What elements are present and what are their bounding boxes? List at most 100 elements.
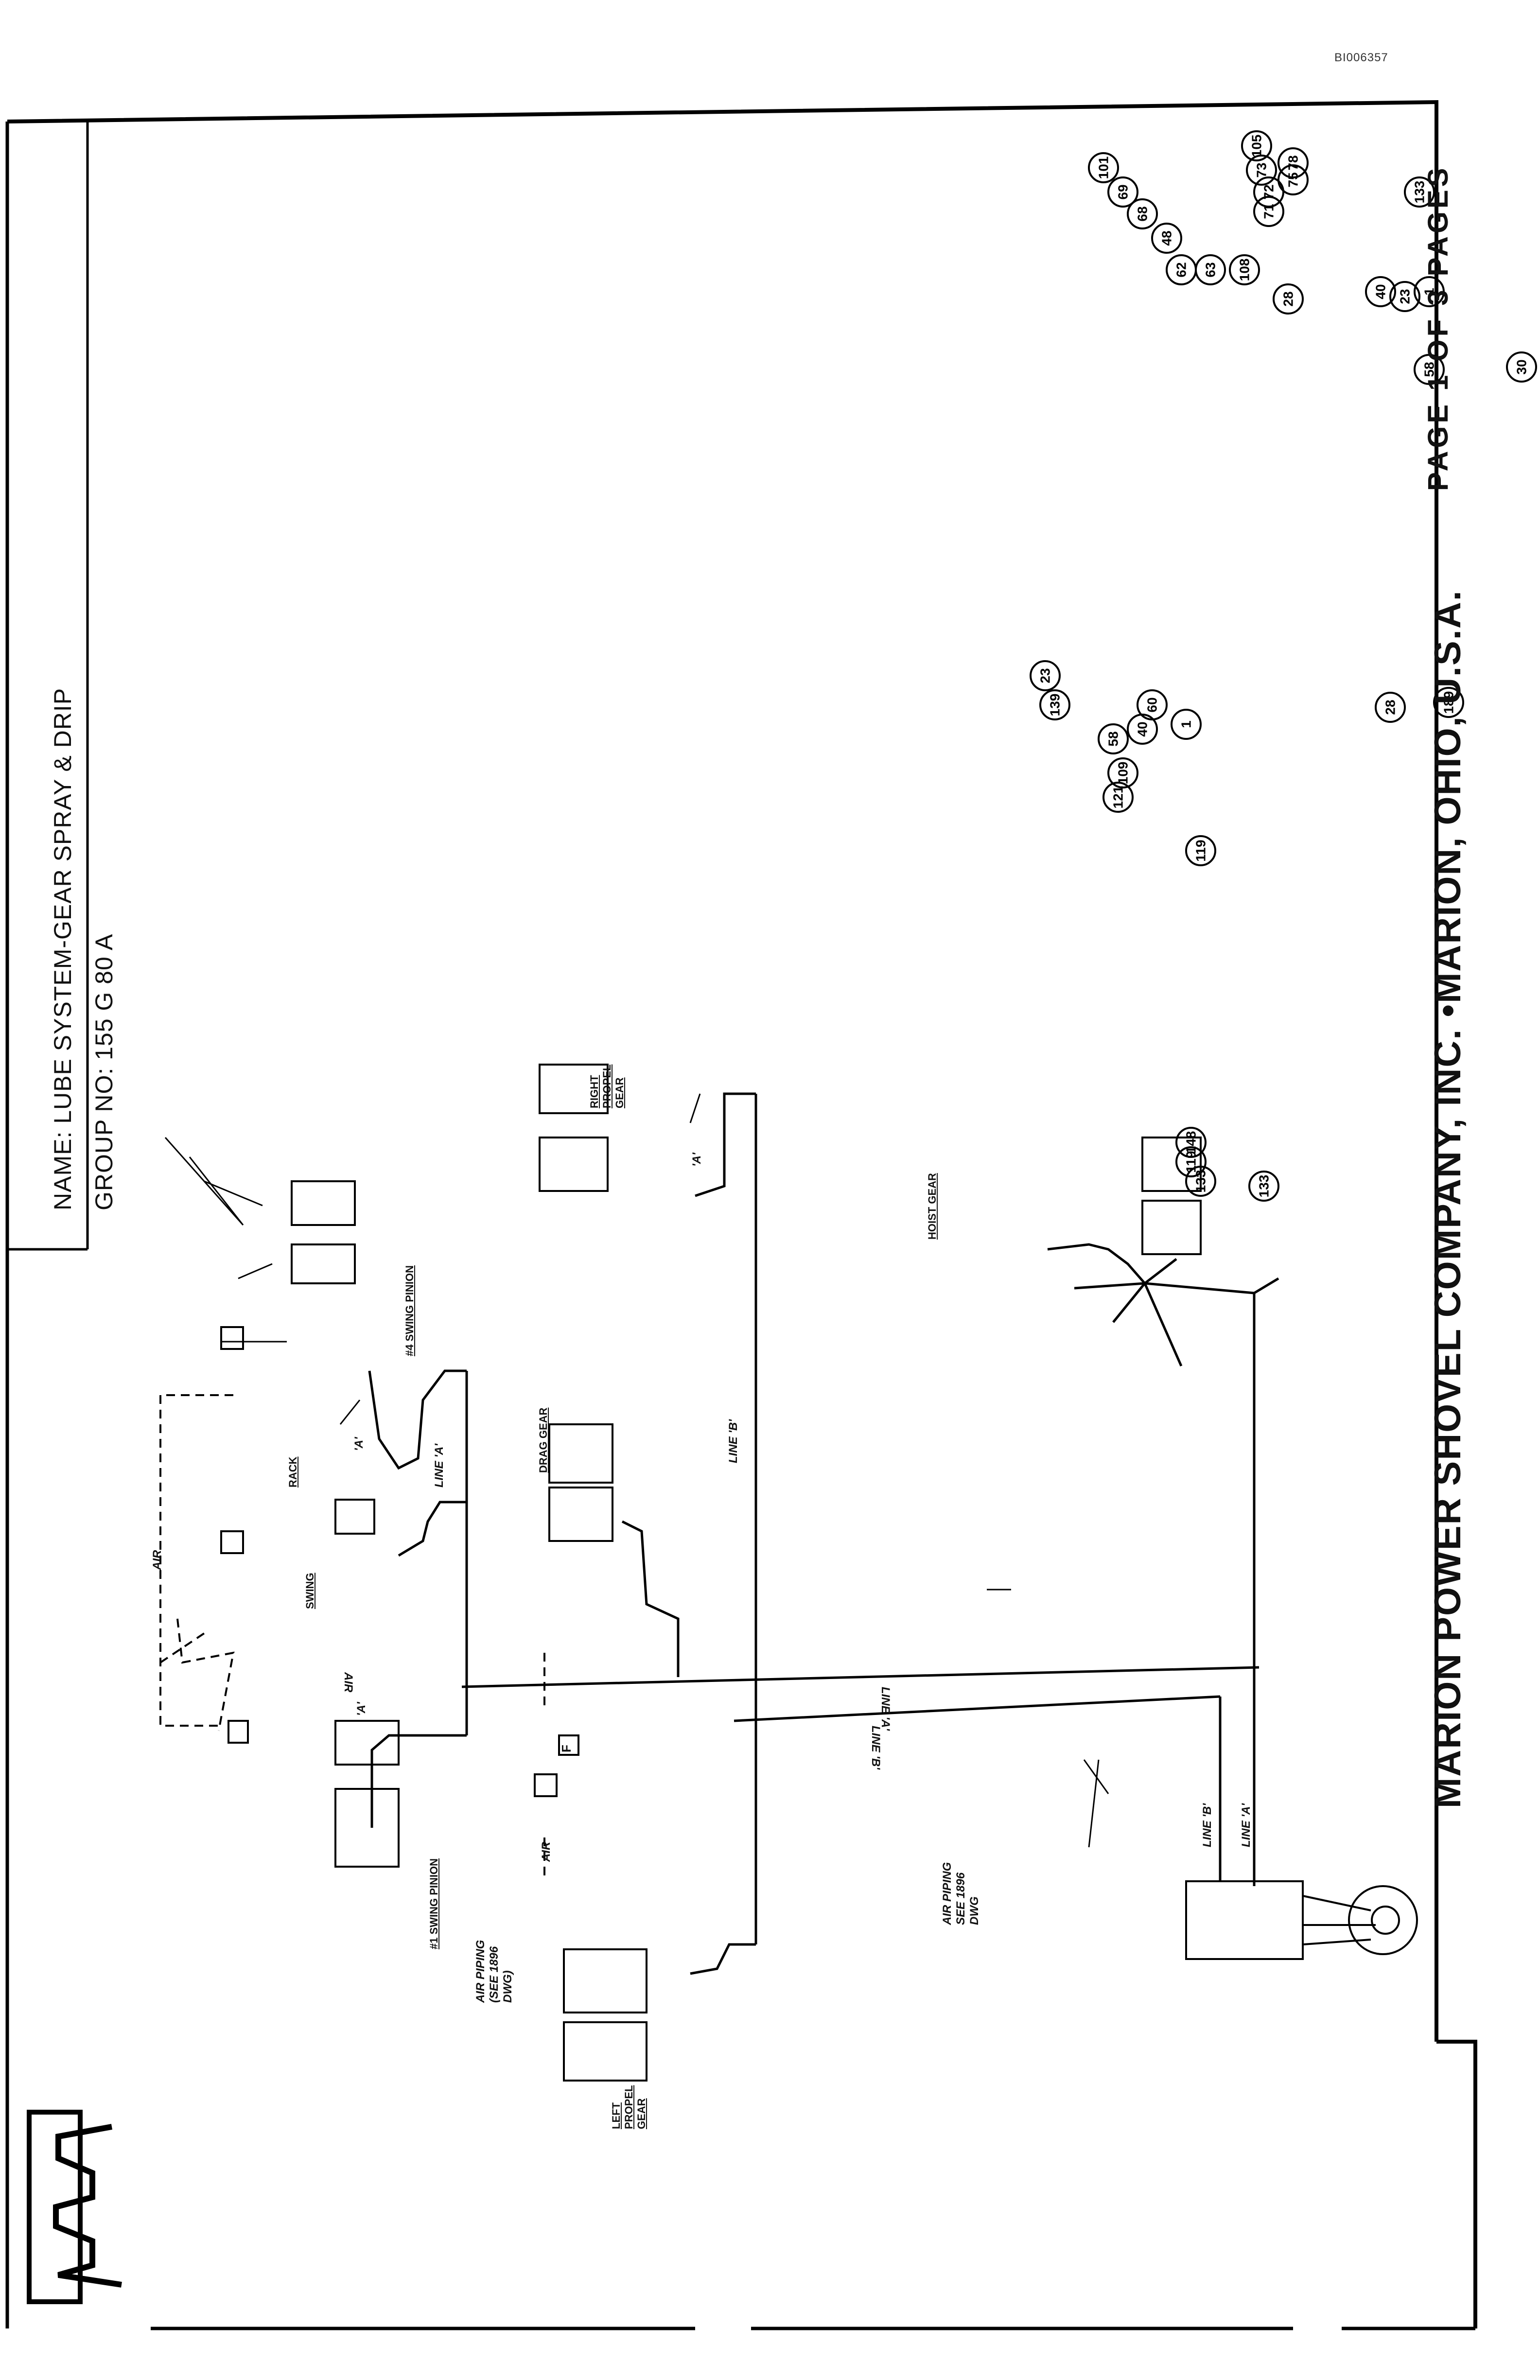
- callout-circle: [1151, 223, 1182, 254]
- callout-circle: [1102, 782, 1134, 813]
- callout-number: 1: [1179, 720, 1194, 728]
- callout-circle: [1375, 692, 1406, 723]
- callout-balloon: 121: [1102, 782, 1134, 813]
- callout-circle: [1278, 147, 1309, 178]
- label-rack: RACK: [287, 1456, 299, 1488]
- callout-number: 139: [1048, 694, 1063, 717]
- callout-balloon: 60: [1137, 689, 1168, 720]
- label-air-lower: AIR: [540, 1841, 553, 1862]
- label-valve-a-upper: 'A': [352, 1437, 366, 1451]
- callout-circle: [1185, 835, 1216, 866]
- callout-balloon: 133: [1248, 1171, 1279, 1202]
- callout-number: 63: [1203, 262, 1218, 277]
- callout-circle: [1246, 155, 1277, 186]
- label-right-propel-gear: RIGHT PROPEL GEAR: [588, 1064, 626, 1108]
- label-swing-pinion-4: #4 SWING PINION: [403, 1265, 416, 1356]
- callout-number: 189: [1441, 691, 1456, 714]
- callout-balloon: 1: [1171, 709, 1202, 740]
- callout-circle: [1273, 283, 1304, 315]
- label-hoist-gear: HOIST GEAR: [926, 1173, 938, 1240]
- label-line-a-pump: LINE 'A': [1240, 1803, 1253, 1847]
- callout-balloon: 69: [1107, 176, 1138, 208]
- callout-number: 121: [1111, 786, 1126, 809]
- callout-number: 133: [1257, 1175, 1272, 1198]
- label-left-propel-gear: LEFT PROPEL GEAR: [610, 2085, 648, 2129]
- callout-number: 48: [1159, 230, 1174, 245]
- piping: [368, 1092, 1279, 1975]
- callout-leaders: [164, 1093, 1109, 1848]
- callout-balloon: 148: [1175, 1127, 1207, 1158]
- callout-circle: [1506, 351, 1537, 383]
- callout-circle: [1365, 276, 1396, 307]
- callout-number: 73: [1254, 162, 1269, 177]
- callout-number: 28: [1383, 700, 1398, 715]
- callout-number: 101: [1096, 157, 1111, 179]
- callout-balloon: 40: [1365, 276, 1396, 307]
- document-id: BI006357: [1334, 51, 1388, 64]
- callout-balloon: 189: [1433, 687, 1464, 718]
- callout-balloon: 133: [1185, 1166, 1216, 1197]
- callout-balloon: 68: [1127, 198, 1158, 229]
- page-number: PAGE 1 OF 3 PAGES: [1422, 165, 1454, 491]
- callout-number: 133: [1193, 1170, 1208, 1193]
- callout-balloon: 109: [1107, 757, 1138, 788]
- callout-circle: [1241, 130, 1272, 161]
- callout-circle: [1414, 276, 1445, 307]
- callout-number: 78: [1286, 155, 1301, 170]
- callout-number: 30: [1514, 359, 1529, 374]
- label-f-box: F: [559, 1745, 574, 1752]
- callout-balloon: 101: [1088, 152, 1119, 183]
- callout-circle: [1195, 254, 1226, 285]
- callout-number: 23: [1398, 289, 1413, 304]
- callout-balloon: 23: [1389, 281, 1420, 312]
- label-valve-a-left: 'A': [355, 1702, 368, 1716]
- callout-balloon: 133: [1404, 176, 1435, 208]
- label-air-top: AIR: [151, 1550, 164, 1570]
- callout-circle: [1171, 709, 1202, 740]
- callout-number: 108: [1237, 259, 1252, 281]
- label-line-a-upper: LINE 'A': [433, 1443, 446, 1488]
- callout-number: 28: [1281, 291, 1296, 306]
- callout-circle: [1098, 723, 1129, 754]
- callout-circle: [1088, 152, 1119, 183]
- label-air-mid: AIR: [342, 1672, 355, 1693]
- label-air-piping-right: AIR PIPING SEE 1896 DWG: [941, 1862, 981, 1925]
- callout-number: 71: [1261, 204, 1277, 219]
- drawing-border: [5, 100, 1477, 2330]
- callout-number: 58: [1106, 731, 1121, 746]
- callout-number: 69: [1116, 184, 1131, 199]
- callout-number: 109: [1116, 762, 1131, 785]
- callout-circle: [1137, 689, 1168, 720]
- callout-number: 75: [1286, 172, 1301, 187]
- callout-balloon: 119: [1185, 835, 1216, 866]
- callout-balloon: 71: [1253, 196, 1284, 227]
- callout-number: 60: [1145, 697, 1160, 712]
- callout-circle: [1414, 354, 1445, 385]
- callout-circle: [1039, 689, 1070, 720]
- callout-number: 40: [1373, 284, 1388, 299]
- callout-balloon: 75: [1278, 164, 1309, 195]
- callout-number: 68: [1135, 206, 1150, 221]
- label-line-b-mid: LINE 'B': [869, 1726, 882, 1770]
- callout-balloon: 62: [1166, 254, 1197, 285]
- callout-circle: [1404, 176, 1435, 208]
- callout-circle: [1389, 281, 1420, 312]
- callout-number: 58: [1422, 362, 1437, 377]
- callout-circle: [1175, 1127, 1207, 1158]
- callout-balloon: 73: [1246, 155, 1277, 186]
- callout-number: 148: [1184, 1131, 1199, 1154]
- callout-balloon: 30: [1506, 351, 1537, 383]
- callout-number: 105: [1249, 135, 1264, 158]
- callout-balloon: 48: [1151, 223, 1182, 254]
- callout-circle: [1248, 1171, 1279, 1202]
- callout-balloon: 28: [1273, 283, 1304, 315]
- label-line-b-pump: LINE 'B': [1201, 1803, 1214, 1847]
- callout-balloon: 63: [1195, 254, 1226, 285]
- callout-balloon: 23: [1030, 660, 1061, 691]
- callout-circle: [1107, 176, 1138, 208]
- callout-number: 119: [1193, 840, 1208, 861]
- callout-circle: [1278, 164, 1309, 195]
- callout-circle: [1185, 1166, 1216, 1197]
